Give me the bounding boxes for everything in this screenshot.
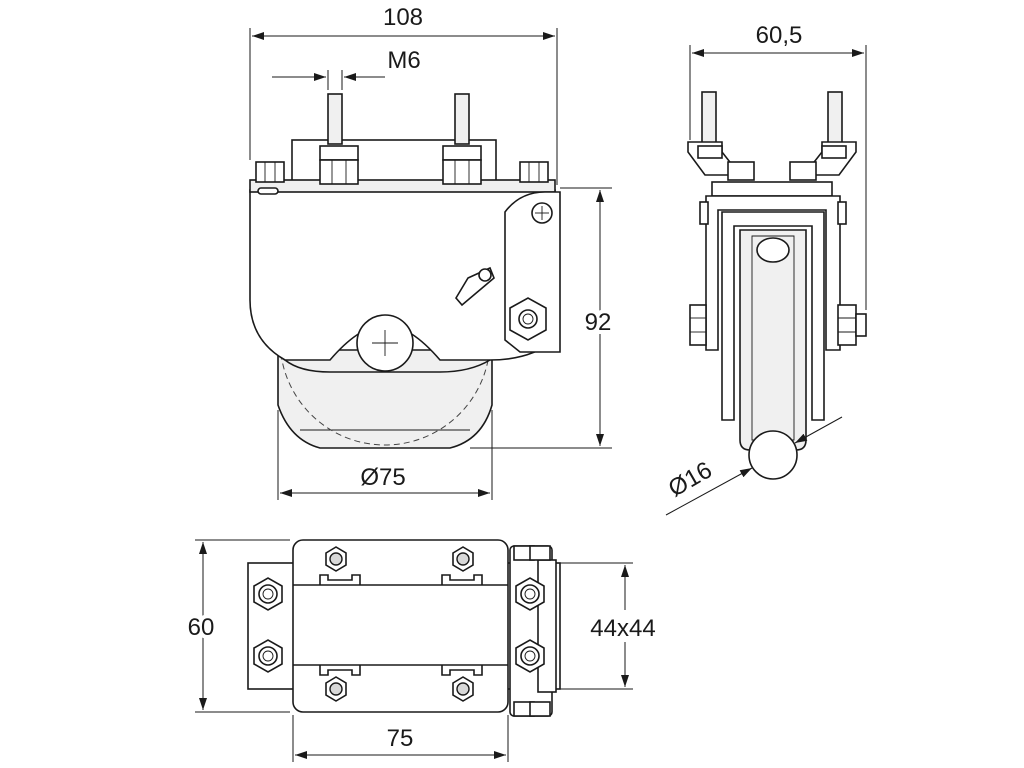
plan-nut-ne: [515, 577, 545, 611]
dim-label-60: 60: [188, 614, 215, 641]
side-top-plate: [711, 181, 833, 197]
corner-nut-right: [519, 161, 549, 183]
corner-nut-left: [255, 161, 285, 183]
plan-center-plate: [292, 539, 509, 713]
side-stud-right: [827, 91, 843, 145]
plan-stud-sw: [325, 676, 347, 702]
front-view: [249, 93, 561, 449]
side-bolt-left: [689, 304, 707, 346]
side-wheel: [739, 229, 807, 451]
plan-dimensions: 60 44x44 75: [184, 539, 656, 762]
front-wheel-lower: [277, 349, 493, 449]
dim-label-44x44: 44x44: [590, 615, 655, 642]
side-view: [687, 91, 867, 480]
dim-label-d75: Ø75: [360, 464, 405, 491]
dim-label-m6: M6: [387, 47, 420, 74]
plan-nut-se: [515, 639, 545, 673]
plan-nut-sw: [253, 639, 283, 673]
plan-stud-se: [452, 676, 474, 702]
dim-label-60-5: 60,5: [756, 22, 803, 49]
plan-stud-nw: [325, 546, 347, 572]
stud-left: [327, 93, 343, 145]
side-outer-frame: [705, 195, 841, 351]
front-dimensions: 108 M6 92 Ø75: [249, 4, 615, 500]
side-bolt-right: [837, 304, 857, 346]
side-stud-left: [701, 91, 717, 145]
guide-ball: [748, 430, 798, 480]
dim-label-75: 75: [387, 725, 414, 752]
plan-nut-nw: [253, 577, 283, 611]
dim-label-108: 108: [383, 4, 423, 31]
plan-stud-ne: [452, 546, 474, 572]
plan-view: [247, 539, 561, 717]
dim-label-92: 92: [585, 309, 612, 336]
dim-label-d16: Ø16: [664, 456, 717, 502]
stud-right: [454, 93, 470, 145]
